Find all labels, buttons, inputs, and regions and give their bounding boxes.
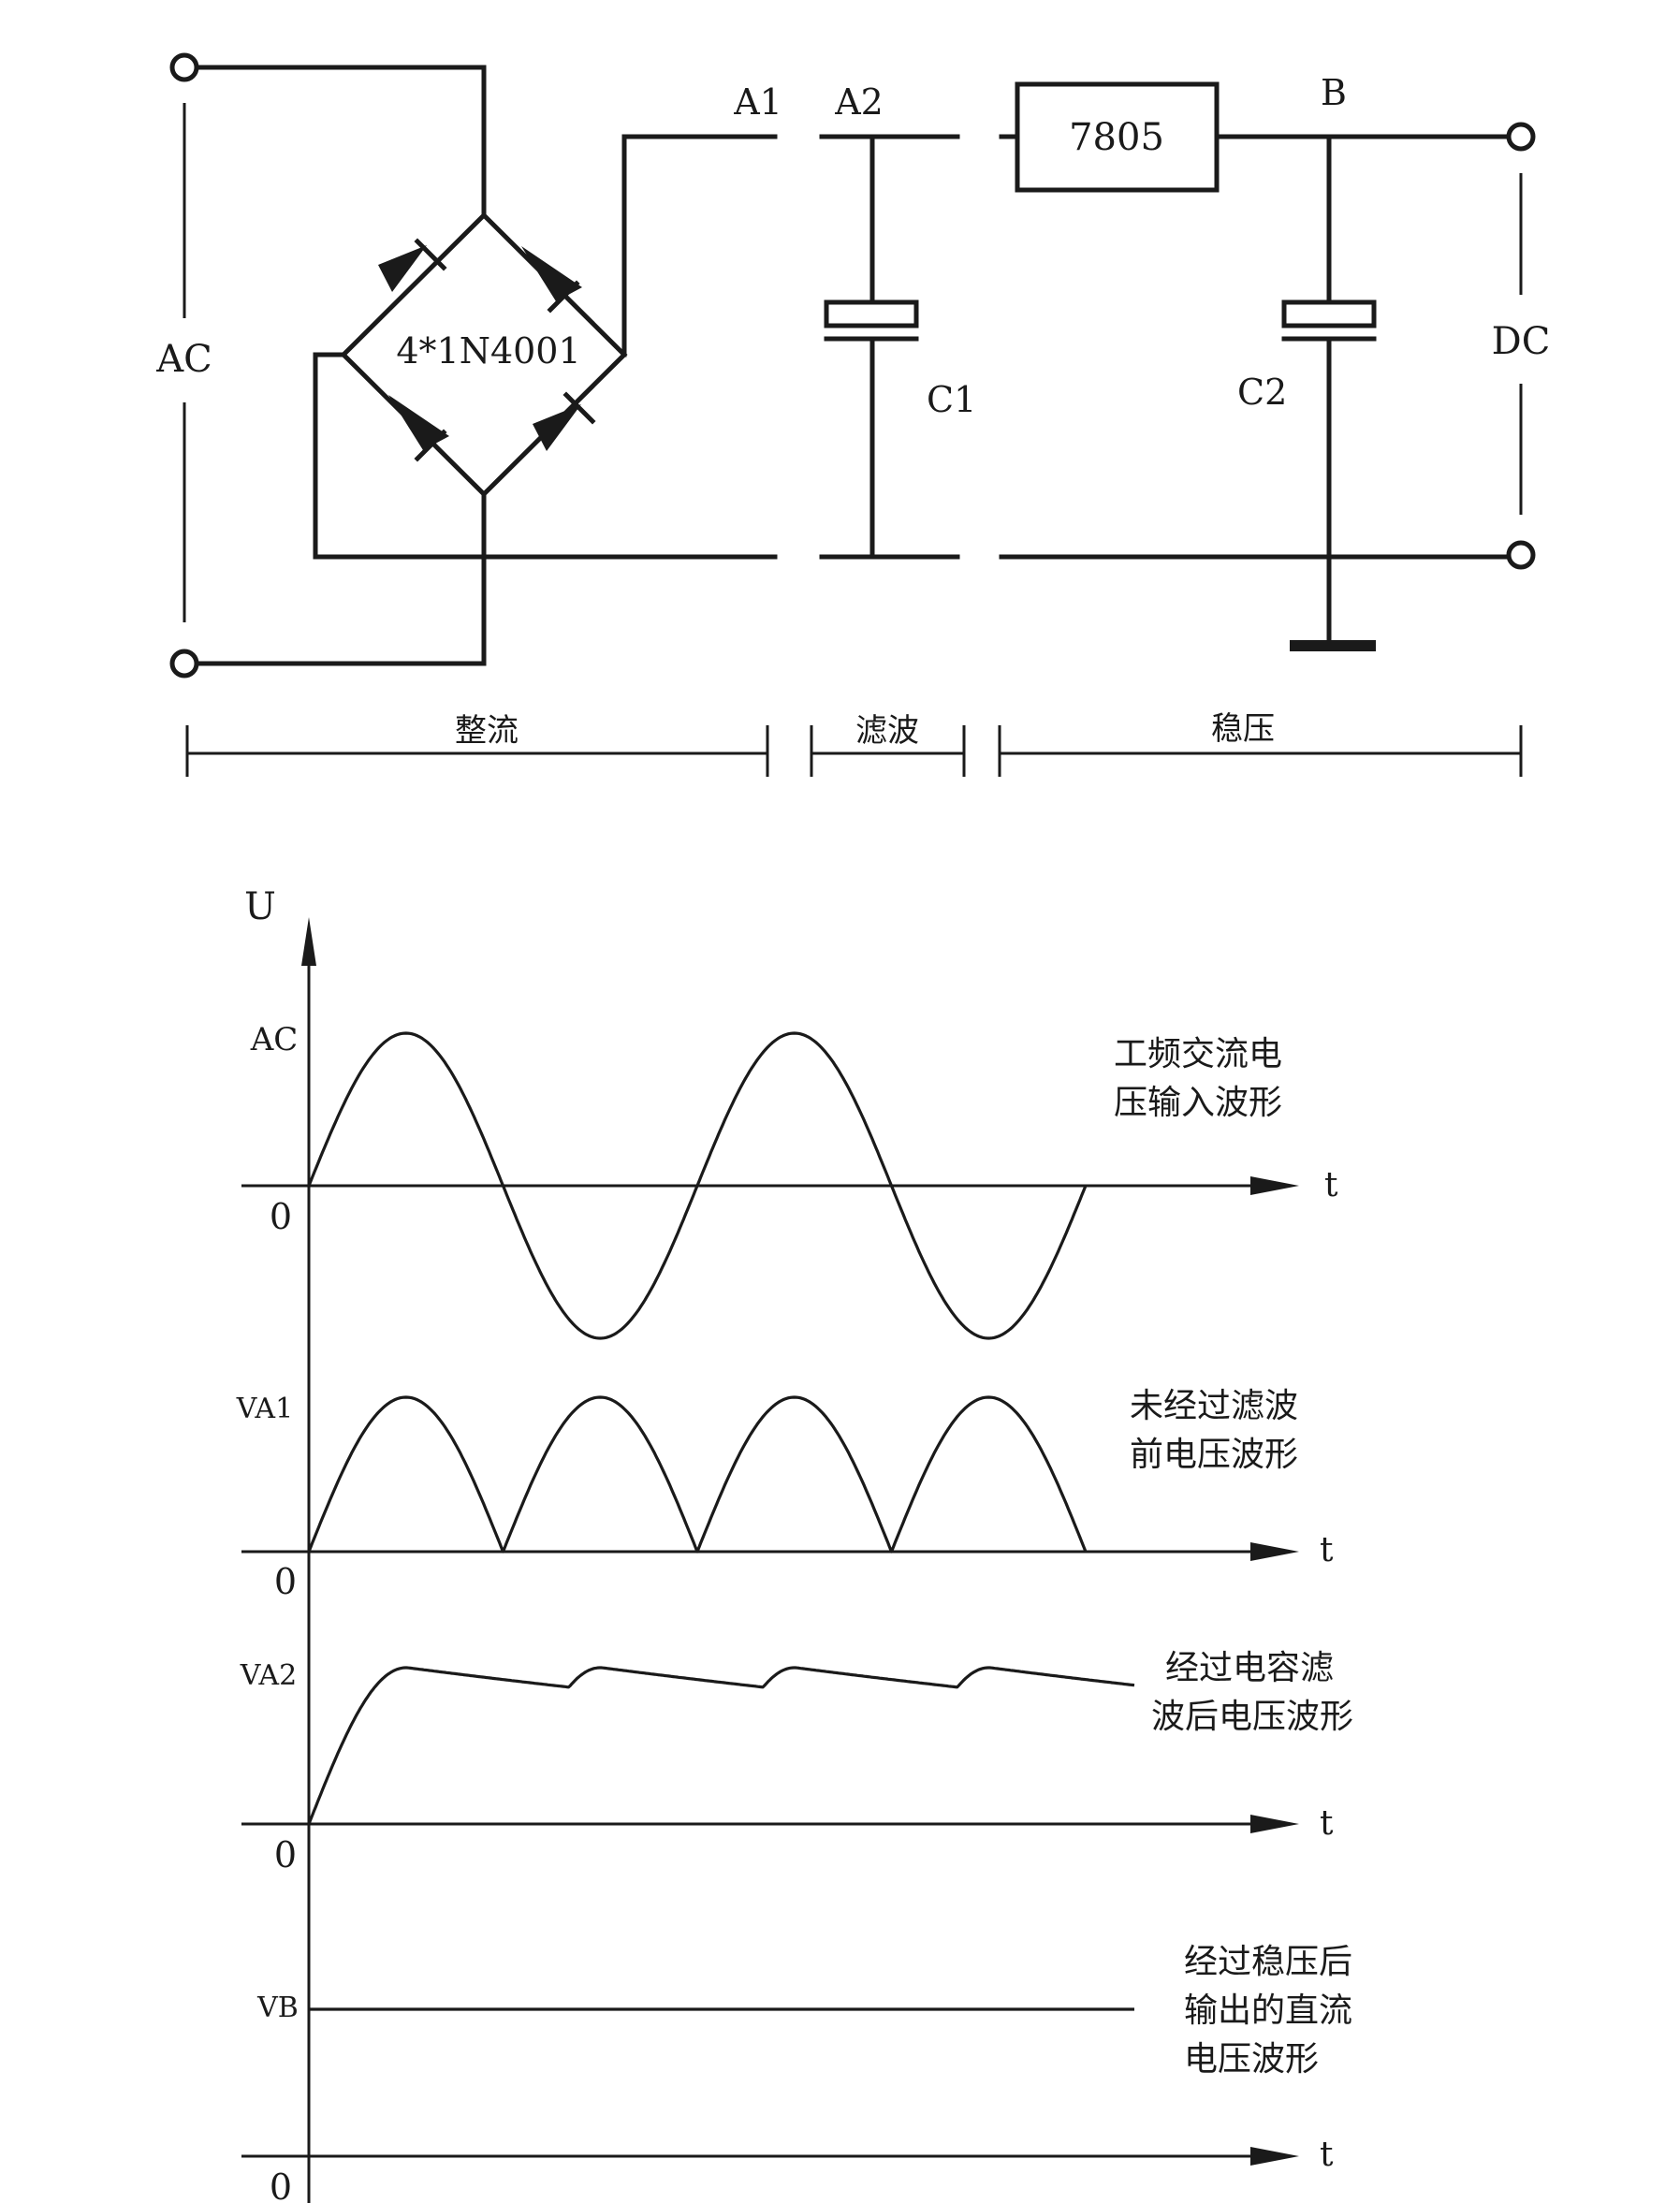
- diode-bottom-left: [388, 395, 449, 462]
- ac-terminal-bottom: [169, 649, 199, 678]
- c2-label: C2: [1237, 372, 1287, 413]
- c1-label: C1: [927, 379, 976, 420]
- ac-label: AC: [155, 338, 212, 381]
- node-a1-label: A1: [733, 81, 782, 123]
- diode-top-left: [378, 238, 447, 292]
- caption-va1-line2: 前电压波形: [1130, 1436, 1298, 1474]
- svg-text:整流: 整流: [455, 712, 519, 750]
- bridge-diamond: [340, 212, 628, 498]
- caption-va1-line1: 未经过滤波: [1130, 1387, 1298, 1425]
- circuit-schematic: AC 4*1N4001 A1 A2: [155, 52, 1551, 777]
- stage-span-filter: 滤波: [810, 712, 966, 777]
- svg-text:滤波: 滤波: [855, 712, 919, 750]
- caption-va2-line1: 经过电容滤: [1165, 1649, 1334, 1687]
- caption-va2-line2: 波后电压波形: [1151, 1698, 1353, 1736]
- level-label-vb: VB: [256, 1991, 299, 2024]
- t-axis-3: t 0: [241, 1804, 1334, 1875]
- dc-terminal-top: [1506, 122, 1536, 152]
- caption-vb-line1: 经过稳压后: [1184, 1943, 1352, 1981]
- svg-text:稳压: 稳压: [1211, 710, 1275, 748]
- u-axis-label: U: [244, 885, 276, 928]
- bridge-label: 4*1N4001: [396, 330, 580, 372]
- svg-text:0: 0: [274, 1561, 297, 1602]
- c2-capacitor: [1281, 299, 1377, 328]
- node-b-label: B: [1321, 72, 1347, 113]
- node-a2-label: A2: [834, 81, 884, 123]
- rectified-waveform: [307, 1395, 1088, 1554]
- bridge-positive-wire: [621, 134, 778, 357]
- stage-span-regulate: 稳压: [998, 710, 1523, 777]
- dc-terminal-bottom: [1506, 540, 1536, 570]
- svg-text:t: t: [1324, 1166, 1338, 1204]
- waveform-chart: U t 0 t 0 t 0 t 0 AC VA1 VA2: [236, 885, 1353, 2203]
- level-label-ac: AC: [250, 1021, 299, 1058]
- dc-label: DC: [1492, 320, 1551, 363]
- filtered-waveform: [307, 1666, 1135, 1825]
- regulator-label: 7805: [1069, 116, 1164, 159]
- t-axis-4: t 0: [241, 2136, 1334, 2203]
- t-axis-2: t 0: [241, 1531, 1334, 1602]
- ac-wire-bottom: [194, 491, 487, 666]
- svg-text:t: t: [1320, 1804, 1334, 1843]
- t-axis-1: t 0: [241, 1166, 1338, 1237]
- svg-text:0: 0: [270, 1196, 292, 1237]
- c1-capacitor: [824, 299, 919, 328]
- svg-text:0: 0: [270, 2167, 292, 2203]
- caption-ac-line1: 工频交流电: [1114, 1035, 1282, 1073]
- svg-text:t: t: [1320, 2136, 1334, 2174]
- caption-ac-line2: 压输入波形: [1114, 1084, 1282, 1122]
- u-axis-arrow: [301, 917, 316, 966]
- ac-terminal-top: [169, 52, 199, 82]
- level-label-va1: VA1: [236, 1393, 293, 1425]
- bridge-negative-wire: [313, 352, 778, 560]
- diode-top-right: [521, 246, 582, 314]
- ac-input-waveform: [307, 1031, 1088, 1340]
- diode-bottom-right: [533, 391, 596, 451]
- caption-vb-line3: 电压波形: [1184, 2040, 1319, 2079]
- svg-text:0: 0: [274, 1834, 297, 1875]
- svg-text:t: t: [1320, 1531, 1334, 1569]
- level-label-va2: VA2: [240, 1659, 297, 1692]
- stage-span-rectify: 整流: [185, 712, 769, 777]
- caption-vb-line2: 输出的直流: [1184, 1991, 1352, 2030]
- ac-wire-top: [194, 65, 487, 218]
